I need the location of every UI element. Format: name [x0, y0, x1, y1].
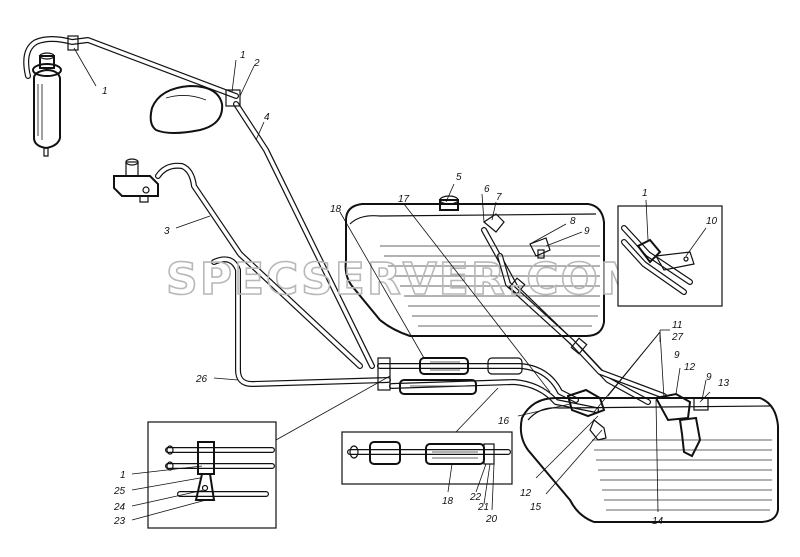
lower-tank-hatching — [592, 439, 772, 511]
callout-12-valve: 12 — [684, 362, 696, 373]
inset-detail-hose — [341, 431, 513, 485]
upper-fuel-tank — [344, 195, 605, 337]
callout-9-upper: 9 — [584, 226, 590, 237]
callout-2: 2 — [253, 58, 260, 69]
callout-9-valve-a: 9 — [674, 350, 680, 361]
fuel-filter — [32, 52, 62, 157]
callout-20: 20 — [485, 514, 498, 525]
cab-panel — [149, 84, 224, 134]
callout-6: 6 — [484, 184, 490, 195]
callout-23: 23 — [113, 516, 126, 527]
callout-18-detail: 18 — [442, 496, 454, 507]
callout-21: 21 — [477, 502, 489, 513]
callout-1-inset: 1 — [642, 188, 648, 199]
callout-18: 18 — [330, 204, 342, 215]
inset-detail-clip — [617, 205, 723, 307]
callout-9-valve-b: 9 — [706, 372, 712, 383]
callout-25: 25 — [113, 486, 126, 497]
callout-3: 3 — [164, 226, 170, 237]
pipe-clips — [67, 35, 588, 391]
lower-fuel-tank — [519, 388, 779, 523]
callout-26: 26 — [195, 374, 208, 385]
callout-1-bracket: 1 — [120, 470, 126, 481]
callout-13: 13 — [718, 378, 730, 389]
callout-5: 5 — [456, 172, 462, 183]
hose-sleeves — [399, 357, 523, 395]
callout-1-clip: 1 — [240, 50, 246, 61]
callout-14: 14 — [652, 516, 664, 527]
fuel-pump — [113, 158, 159, 203]
callout-17: 17 — [398, 194, 410, 205]
callout-15: 15 — [530, 502, 542, 513]
callout-12-tap: 12 — [520, 488, 532, 499]
callout-8: 8 — [570, 216, 576, 227]
inset-detail-bracket — [147, 421, 277, 529]
callout-27: 27 — [671, 332, 684, 343]
tank-hatching — [380, 245, 600, 327]
callout-10: 10 — [706, 216, 718, 227]
callout-22: 22 — [469, 492, 482, 503]
callout-labels: 1 1 2 4 3 5 6 7 8 9 1 10 17 18 11 27 9 1… — [102, 50, 730, 527]
callout-4: 4 — [264, 112, 270, 123]
leader-lines — [73, 47, 711, 521]
callout-24: 24 — [113, 502, 126, 513]
callout-1-filter: 1 — [102, 86, 108, 97]
callout-11: 11 — [672, 320, 682, 331]
watermark-text: SPECSERVER.COM — [166, 254, 646, 305]
callout-16: 16 — [498, 416, 510, 427]
callout-7: 7 — [496, 192, 502, 203]
